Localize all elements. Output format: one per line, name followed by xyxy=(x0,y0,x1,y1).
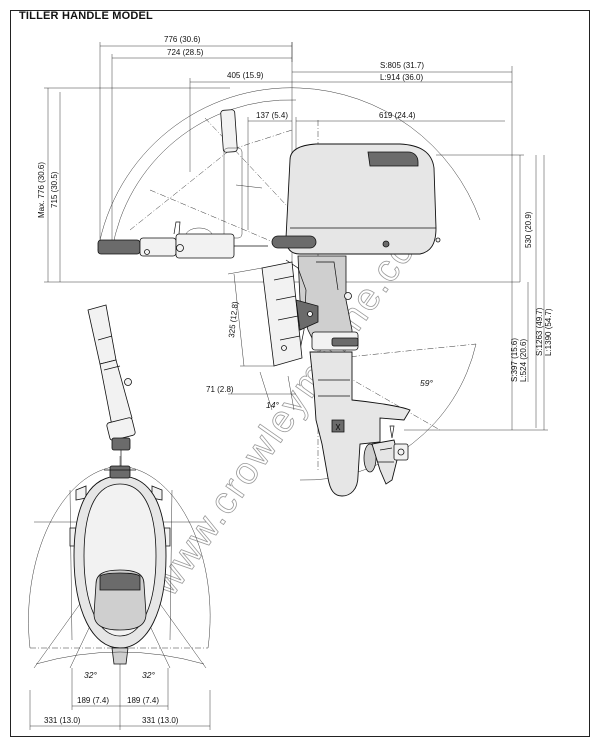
tiller-handle xyxy=(97,221,268,259)
dim-325: 325 (12.8) xyxy=(227,301,240,339)
dim-transom-s: S:805 (31.7) xyxy=(380,61,424,70)
angle-tilt: 59° xyxy=(420,378,433,388)
top-view-dimension-lines xyxy=(29,651,211,730)
lower-unit xyxy=(309,351,411,497)
dim-length-l: L:1390 (54.7) xyxy=(544,308,553,356)
dim-724: 724 (28.5) xyxy=(167,48,204,57)
watermark: www.crowleymarine.com xyxy=(144,202,443,604)
dim-71: 71 (2.8) xyxy=(206,385,234,394)
dim-715: 715 (30.5) xyxy=(50,171,59,208)
dim-331-right: 331 (13.0) xyxy=(142,716,179,725)
dim-331-left: 331 (13.0) xyxy=(44,716,81,725)
clamp-dimension-lines xyxy=(227,267,296,411)
dim-189-right: 189 (7.4) xyxy=(127,696,159,705)
tiller-top-view xyxy=(87,304,136,468)
drawing-frame xyxy=(10,10,590,737)
dim-transom-l: L:914 (36.0) xyxy=(380,73,423,82)
dim-776: 776 (30.6) xyxy=(164,35,201,44)
angle-steer-left: 32° xyxy=(84,670,97,680)
top-view-outline xyxy=(28,456,211,690)
dim-max-height: Max. 776 (30.6) xyxy=(37,162,46,218)
dim-189-left: 189 (7.4) xyxy=(77,696,109,705)
dim-length-s: S:1263 (49.7) xyxy=(535,307,544,356)
dim-shaft-s: S:397 (15.6) xyxy=(510,338,519,382)
angle-steer-right: 32° xyxy=(142,670,155,680)
tiller-raised-ghost xyxy=(220,109,263,239)
dim-619: 619 (24.4) xyxy=(379,111,416,120)
dim-530: 530 (20.9) xyxy=(524,211,533,248)
dim-137: 137 (5.4) xyxy=(256,111,288,120)
dim-shaft-l: L:524 (20.6) xyxy=(519,339,528,382)
drawing-title: TILLER HANDLE MODEL xyxy=(19,10,153,22)
clamp-bracket xyxy=(261,261,319,367)
angle-trim: 14° xyxy=(266,400,279,410)
dim-405: 405 (15.9) xyxy=(227,71,264,80)
engine-cowling xyxy=(271,143,441,255)
midsection xyxy=(285,255,359,351)
right-dimension-lines xyxy=(404,154,548,431)
